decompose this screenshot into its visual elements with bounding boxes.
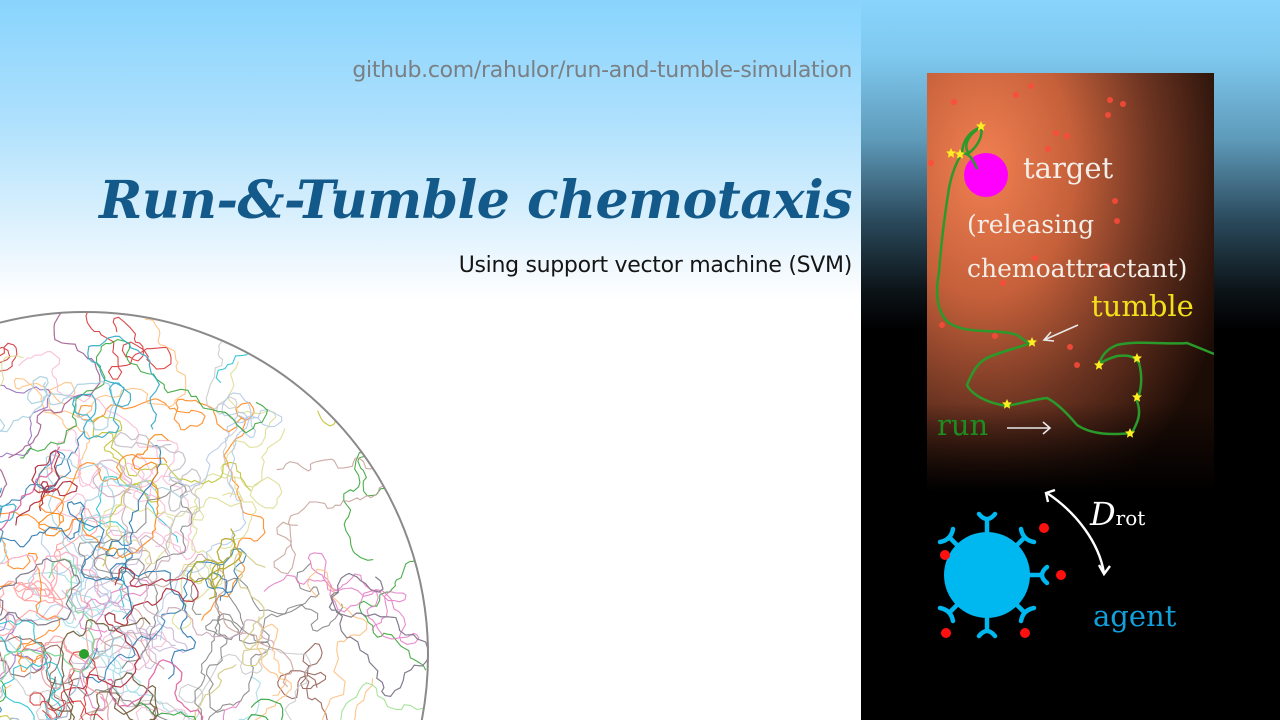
molecule-dots (928, 83, 1126, 368)
label-releasing: (releasing (967, 210, 1095, 239)
d-subscript: rot (1115, 506, 1146, 530)
label-target: target (1023, 151, 1114, 185)
label-run: run (937, 408, 989, 442)
rotation-arrow-icon (1044, 488, 1111, 577)
target-circle (964, 153, 1008, 197)
slide-subtitle: Using support vector machine (SVM) (458, 253, 853, 278)
label-d-rot: Drot (1090, 495, 1145, 533)
repo-url[interactable]: github.com/rahulor/run-and-tumble-simula… (352, 58, 852, 83)
target-marker (79, 649, 89, 659)
annotation-arrows (1007, 324, 1079, 435)
left-background (0, 0, 861, 720)
trajectories (0, 312, 428, 720)
slide-title: Run-&-Tumble chemotaxis (99, 170, 852, 231)
trajectory-plot (0, 311, 429, 720)
label-tumble: tumble (1091, 289, 1194, 323)
agent-cell (937, 511, 1066, 639)
chemotaxis-diagram: target (releasing chemoattractant) tumbl… (927, 73, 1215, 653)
diagram-graphic (927, 73, 1215, 653)
boundary-circle (0, 311, 429, 720)
label-chemoattractant: chemoattractant) (967, 254, 1188, 283)
label-agent: agent (1093, 599, 1177, 633)
d-symbol: D (1090, 495, 1116, 533)
